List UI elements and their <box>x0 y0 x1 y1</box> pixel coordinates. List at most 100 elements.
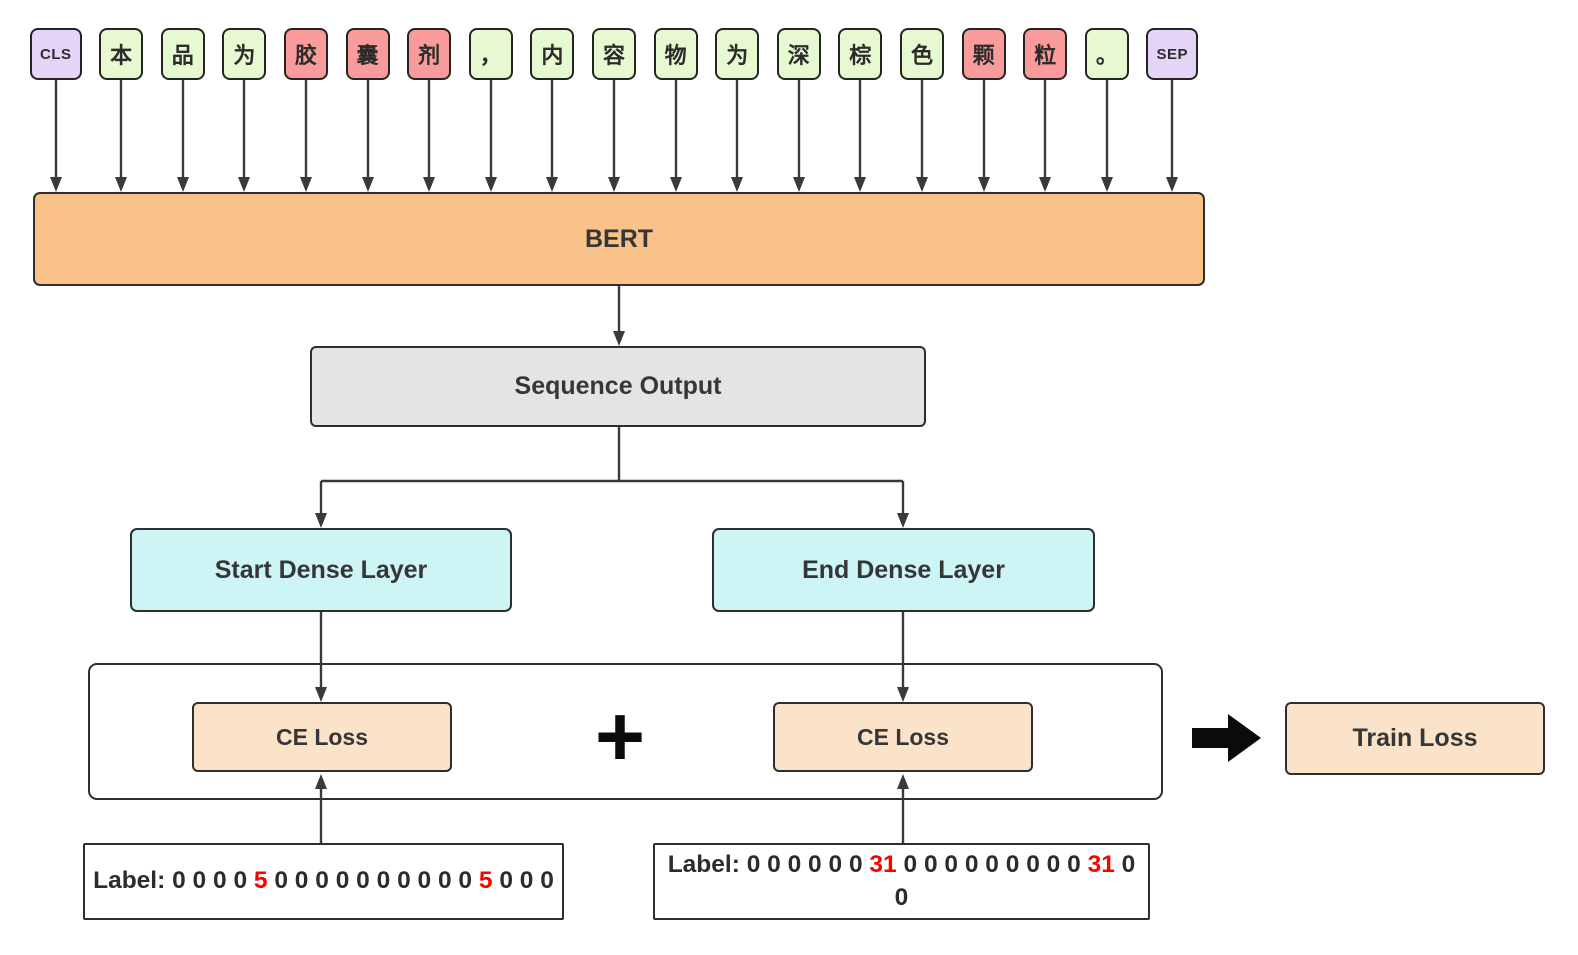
start-label-value: 0 <box>519 867 534 895</box>
end-label-value: 0 <box>1067 850 1081 878</box>
end-label-value: 0 <box>1121 850 1136 878</box>
plus-icon: + <box>577 694 663 780</box>
start-label-value: 0 <box>376 867 391 895</box>
start-label-value: 0 <box>274 867 288 895</box>
arrowhead-icon <box>485 177 497 192</box>
arrowhead-icon <box>423 177 435 192</box>
start-label-value: 0 <box>437 867 452 895</box>
end-label-value: 31 <box>1087 850 1115 878</box>
token-box-6: 剂 <box>407 28 452 80</box>
arrowhead-icon <box>238 177 250 192</box>
arrowhead-icon <box>315 513 327 528</box>
arrowhead-icon <box>115 177 127 192</box>
token-box-16: 粒 <box>1023 28 1068 80</box>
end-label-value: 0 <box>944 850 959 878</box>
arrowhead-icon <box>362 177 374 192</box>
end-dense-label: End Dense Layer <box>802 555 1005 584</box>
sequence-output-label: Sequence Output <box>514 372 722 400</box>
token-box-5: 囊 <box>345 28 390 80</box>
token-box-1: 本 <box>99 28 144 80</box>
start-label-value: 0 <box>417 867 432 895</box>
start-label-value: 0 <box>212 867 227 895</box>
bert-label: BERT <box>584 224 654 253</box>
arrowhead-icon <box>854 177 866 192</box>
arrowhead-icon <box>731 177 743 192</box>
arrowhead-icon <box>613 331 625 346</box>
token-box-8: 内 <box>530 28 575 80</box>
arrowhead-icon <box>1039 177 1051 192</box>
token-box-13: 棕 <box>838 28 883 80</box>
end-label-value: 0 <box>787 850 802 878</box>
start-label-value: 0 <box>335 867 350 895</box>
end-label-value: 0 <box>1026 850 1040 878</box>
arrowhead-icon <box>50 177 62 192</box>
token-box-2: 品 <box>160 28 205 80</box>
end-label-value: 0 <box>894 883 909 911</box>
end-label-value: 0 <box>964 850 979 878</box>
arrowhead-icon <box>1101 177 1113 192</box>
token-box-12: 深 <box>776 28 821 80</box>
ce-loss-start-box: CE Loss <box>192 702 452 772</box>
start-label-value: 0 <box>315 867 329 895</box>
token-box-7: ， <box>468 28 513 80</box>
end-label-value: 0 <box>848 850 863 878</box>
arrowhead-icon <box>300 177 312 192</box>
end-label-value: 0 <box>903 850 918 878</box>
arrowhead-icon <box>978 177 990 192</box>
start-label-value: 0 <box>172 867 186 895</box>
end-label-value: 0 <box>1046 850 1061 878</box>
ce-loss-end-label: CE Loss <box>856 723 950 750</box>
start-label-value: 0 <box>540 867 554 895</box>
end-label-value: 0 <box>923 850 938 878</box>
token-box-11: 为 <box>715 28 760 80</box>
sequence-output-box: Sequence Output <box>310 346 926 427</box>
end-label-value: 31 <box>869 850 897 878</box>
token-box-10: 物 <box>653 28 698 80</box>
arrowhead-icon <box>1166 177 1178 192</box>
start-label-value: 5 <box>253 867 268 895</box>
token-box-14: 色 <box>900 28 945 80</box>
arrowhead-icon <box>546 177 558 192</box>
arrowhead-icon <box>897 513 909 528</box>
end-label-text: Label: 0 0 0 0 0 0 31 0 0 0 0 0 0 0 0 0 … <box>663 849 1140 914</box>
token-box-0: CLS <box>30 28 82 80</box>
token-box-17: 。 <box>1084 28 1129 80</box>
end-label-value: 0 <box>746 850 761 878</box>
end-label-value: 0 <box>1005 850 1020 878</box>
bert-box: BERT <box>33 192 1205 286</box>
token-box-18: SEP <box>1146 28 1198 80</box>
end-label-value: 0 <box>808 850 822 878</box>
end-label-value: 0 <box>985 850 999 878</box>
start-label-value: 0 <box>397 867 411 895</box>
end-dense-layer-box: End Dense Layer <box>712 528 1095 612</box>
arrowhead-icon <box>177 177 189 192</box>
ce-loss-start-label: CE Loss <box>275 723 369 750</box>
start-label-value: 0 <box>458 867 473 895</box>
start-label-value: 0 <box>233 867 248 895</box>
arrowhead-icon <box>793 177 805 192</box>
start-dense-layer-box: Start Dense Layer <box>130 528 512 612</box>
arrowhead-icon <box>916 177 928 192</box>
token-box-4: 胶 <box>283 28 328 80</box>
train-loss-box: Train Loss <box>1285 702 1545 775</box>
start-label-box: Label: 0 0 0 0 5 0 0 0 0 0 0 0 0 0 0 5 0… <box>83 843 564 920</box>
start-label-value: 0 <box>294 867 309 895</box>
arrowhead-icon <box>608 177 620 192</box>
token-box-3: 为 <box>222 28 267 80</box>
end-label-value: 0 <box>828 850 843 878</box>
plus-label: + <box>594 689 646 785</box>
end-label-prefix: Label: <box>667 850 740 878</box>
train-loss-label: Train Loss <box>1352 724 1478 752</box>
train-loss-arrow-icon <box>1192 714 1261 762</box>
start-label-value: 5 <box>478 867 493 895</box>
start-label-value: 0 <box>356 867 370 895</box>
ce-loss-end-box: CE Loss <box>773 702 1033 772</box>
start-label-value: 0 <box>192 867 207 895</box>
start-label-text: Label: 0 0 0 0 5 0 0 0 0 0 0 0 0 0 0 5 0… <box>93 865 554 898</box>
start-label-value: 0 <box>499 867 513 895</box>
token-box-15: 颗 <box>961 28 1006 80</box>
start-label-prefix: Label: <box>93 867 166 895</box>
arrowhead-icon <box>670 177 682 192</box>
